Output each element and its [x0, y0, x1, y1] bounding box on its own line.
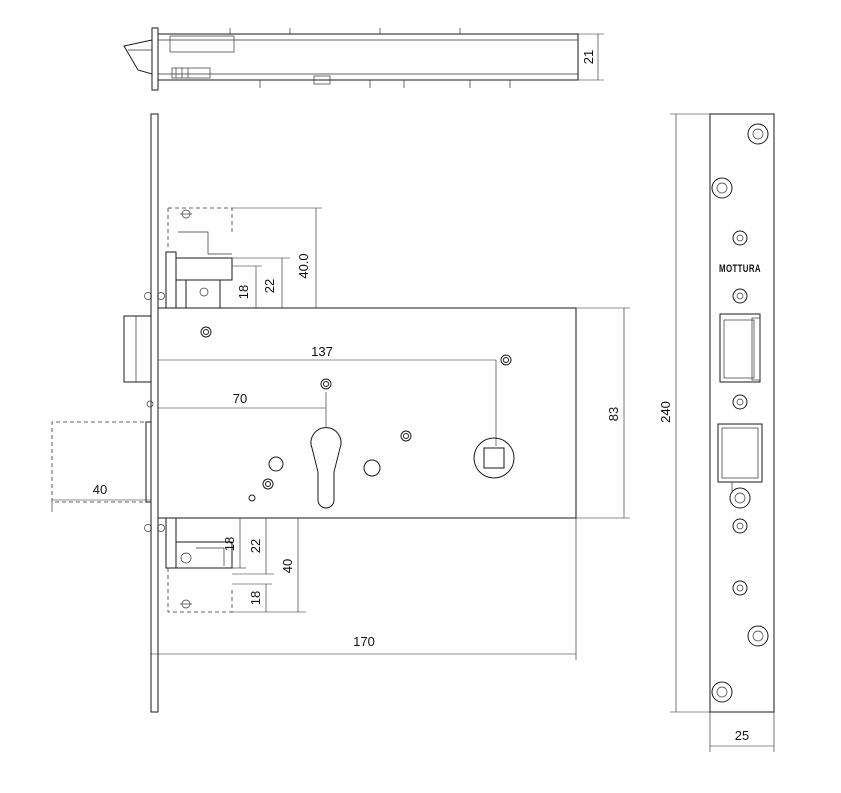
brand-logo: MOTTURA	[719, 263, 761, 275]
dim-case-83: 83	[606, 407, 621, 421]
dim-upper-22: 22	[262, 279, 277, 293]
dim-faceplate-25: 25	[735, 728, 749, 743]
cylinder-hole	[310, 427, 342, 509]
side-view: 40.0 22 18 137 70 83 40 18 22	[51, 113, 630, 713]
dim-backset-137: 137	[311, 344, 333, 359]
dim-case-170: 170	[353, 634, 375, 649]
dim-lower-18: 18	[222, 537, 237, 551]
faceplate-view: MOTTURA 240 25	[658, 113, 775, 752]
dim-upper-18: 18	[236, 285, 251, 299]
dim-faceplate-240: 240	[658, 401, 673, 423]
dim-latch-40: 40.0	[296, 253, 311, 278]
dim-lower-40: 40	[280, 559, 295, 573]
top-view: 21	[123, 27, 604, 91]
dim-lower-18b: 18	[248, 591, 263, 605]
dim-top-thickness: 21	[581, 50, 596, 64]
dim-bolt-40: 40	[93, 482, 107, 497]
dim-backset-70: 70	[233, 391, 247, 406]
dim-lower-22: 22	[248, 539, 263, 553]
